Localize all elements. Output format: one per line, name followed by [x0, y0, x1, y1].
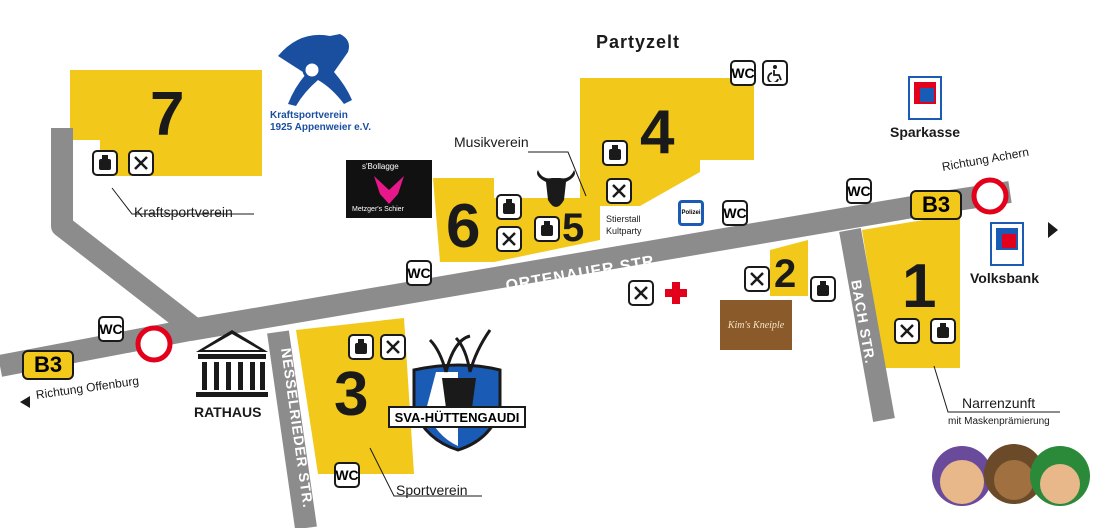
food-icon	[380, 334, 406, 360]
sparkasse-ec-icon	[908, 76, 942, 120]
drinks-icon	[534, 216, 560, 242]
label-kraftsportverein: Kraftsportverein	[134, 204, 233, 220]
wc-icon: WC	[846, 178, 872, 204]
label-narrenzunft: Narrenzunft	[962, 395, 1036, 411]
food-icon	[128, 150, 154, 176]
label-rathaus: RATHAUS	[194, 404, 262, 420]
station-4: 4	[640, 98, 675, 167]
station-3: 3	[334, 360, 369, 429]
wc-icon: WC	[334, 462, 360, 488]
label-stierstall: Stierstall	[606, 214, 641, 224]
huettengaudi-banner: SVA-HÜTTENGAUDI	[388, 406, 526, 428]
ksv-wrestler-logo	[278, 34, 352, 106]
station-6: 6	[446, 192, 481, 261]
station-1: 1	[902, 252, 937, 321]
first-aid-icon	[665, 282, 687, 304]
end-sign-east	[971, 177, 1009, 215]
bollagge-title: s'Bollagge	[362, 162, 399, 171]
volksbank-ec-icon	[990, 222, 1024, 266]
road-eichenweg	[51, 128, 203, 339]
area-6[interactable]	[433, 178, 494, 262]
road-ortenauer	[188, 193, 932, 341]
station-2: 2	[774, 252, 797, 296]
road-bach	[839, 228, 895, 422]
wc-icon: WC	[722, 200, 748, 226]
polizei-icon: Polizei	[678, 200, 704, 226]
label-sportverein: Sportverein	[396, 482, 468, 498]
b3-sign-west: B3	[22, 350, 74, 380]
label-narrenzunft-sub: mit Maskenprämierung	[948, 416, 1050, 427]
wc-icon: WC	[406, 260, 432, 286]
label-volksbank: Volksbank	[970, 270, 1039, 286]
food-icon	[496, 226, 522, 252]
label-kultparty: Kultparty	[606, 226, 642, 236]
arrow-east-icon	[1048, 222, 1058, 238]
label-partyzelt: Partyzelt	[596, 32, 681, 52]
station-5: 5	[562, 206, 585, 250]
drinks-icon	[602, 140, 628, 166]
arrow-west-icon	[20, 396, 30, 408]
label-ksv-year: 1925 Appenweier e.V.	[270, 122, 371, 133]
drinks-icon	[348, 334, 374, 360]
wc-icon: WC	[98, 316, 124, 342]
drinks-icon	[930, 318, 956, 344]
bull-head-icon	[537, 170, 575, 207]
end-sign-west	[135, 325, 173, 363]
area-2[interactable]	[770, 240, 808, 296]
wheelchair-icon	[762, 60, 788, 86]
label-musikverein: Musikverein	[454, 134, 529, 150]
b3-sign-east: B3	[910, 190, 962, 220]
wc-icon: WC	[730, 60, 756, 86]
masks-icon	[932, 444, 1090, 506]
label-sparkasse: Sparkasse	[890, 124, 961, 140]
kims-kneiple-logo: Kim's Kneiple	[720, 300, 792, 350]
rathaus-icon	[196, 330, 268, 397]
area-7[interactable]	[70, 70, 262, 176]
road-nesselrieder	[267, 330, 317, 528]
deer-head-icon	[412, 329, 502, 452]
drinks-icon	[92, 150, 118, 176]
bollagge-sub: Metzger's Schier	[352, 206, 404, 213]
bollagge-logo: s'Bollagge Metzger's Schier	[346, 160, 432, 218]
area-4[interactable]	[580, 78, 754, 206]
food-icon	[894, 318, 920, 344]
drinks-icon	[810, 276, 836, 302]
drinks-icon	[496, 194, 522, 220]
food-icon	[628, 280, 654, 306]
food-icon	[606, 178, 632, 204]
station-7: 7	[150, 80, 185, 149]
label-ksv-name: Kraftsportverein	[270, 110, 348, 121]
food-icon	[744, 266, 770, 292]
